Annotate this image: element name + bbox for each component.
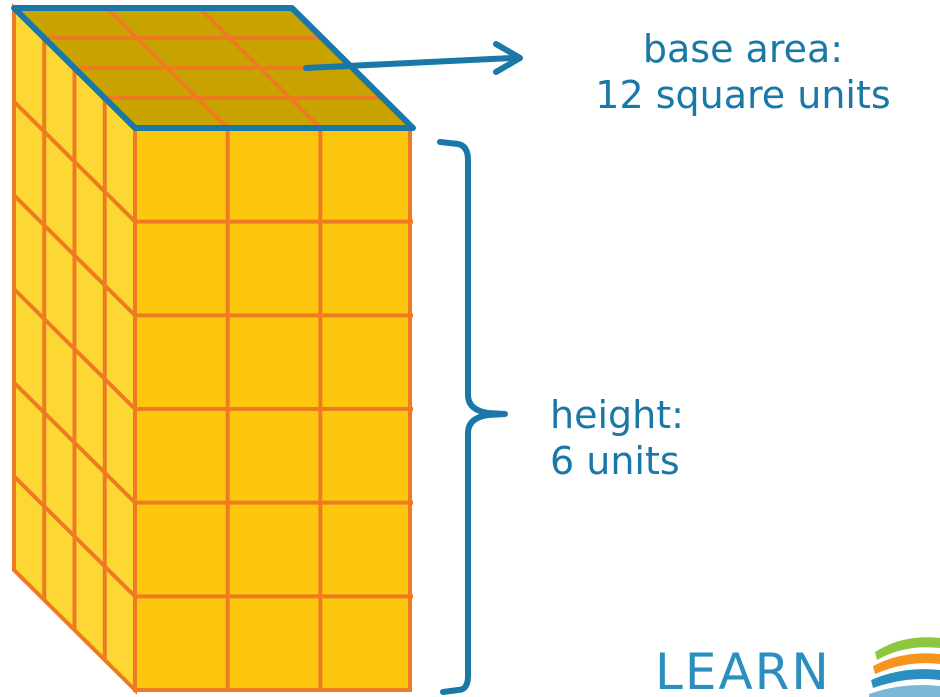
side-grid-slant — [12, 287, 137, 411]
base-arrow — [303, 41, 523, 75]
logo-text: LEARN — [655, 643, 831, 697]
side-grid-slant — [12, 100, 137, 224]
side-grid-slant — [12, 193, 137, 317]
unit-cube-grid — [12, 6, 413, 690]
base-area-value: 12 square units — [595, 73, 891, 117]
side-grid-slant — [12, 474, 137, 598]
height-label: height: 6 units — [550, 392, 684, 484]
learn-logo: LEARN — [655, 620, 940, 697]
side-grid-slant — [12, 381, 137, 505]
height-brace — [437, 139, 508, 695]
height-value: 6 units — [550, 439, 680, 483]
base-area-label: base area: 12 square units — [548, 26, 938, 118]
base-outline — [11, 5, 416, 131]
logo-swoosh-icon — [869, 637, 940, 697]
base-area-title: base area: — [642, 27, 844, 71]
height-title: height: — [550, 393, 684, 437]
